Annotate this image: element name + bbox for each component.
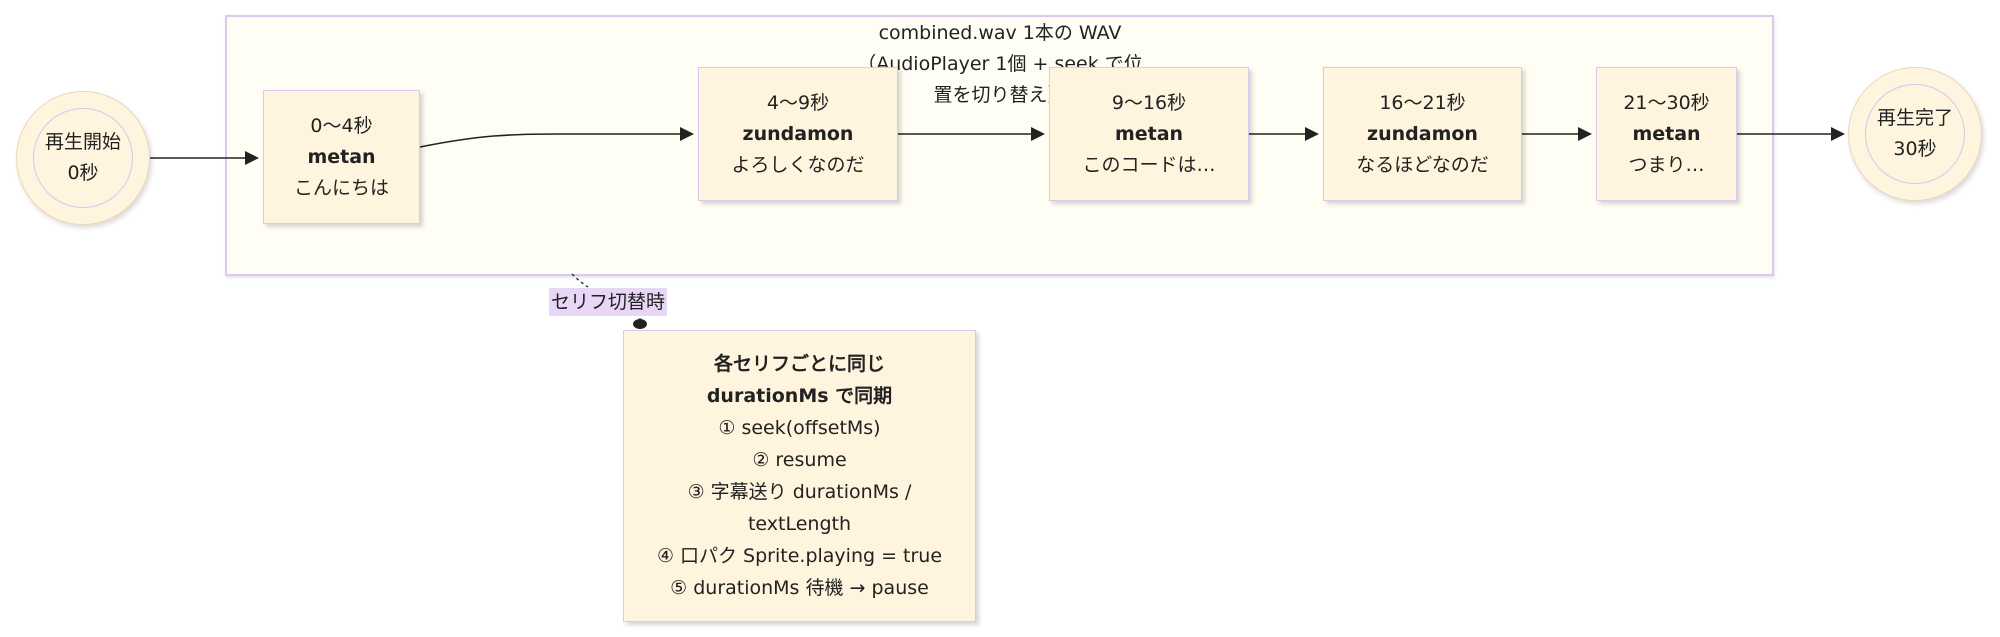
cluster-title: combined.wav 1本の WAV （AudioPlayer 1個 + s… (845, 18, 1155, 111)
note-step: textLength (747, 513, 852, 535)
edge-label-switch: セリフ切替時 (549, 288, 668, 316)
note-title: durationMs で同期 (706, 385, 893, 407)
segment-speaker: zundamon (1367, 122, 1478, 145)
edge-seg1-seg2 (419, 127, 694, 148)
start-node-inner: 再生開始 0秒 (33, 108, 133, 208)
segment-time: 0〜4秒 (310, 114, 373, 137)
note-step: ④ 口パク Sprite.playing = true (656, 545, 943, 567)
end-node: 再生完了 30秒 (1848, 67, 1982, 201)
start-time: 0秒 (67, 162, 99, 184)
note-step: ① seek(offsetMs) (718, 417, 881, 439)
note-step: ② resume (752, 449, 847, 471)
end-label: 再生完了 (1876, 107, 1953, 129)
segment-node-3: 9〜16秒 metan このコードは… (1049, 67, 1249, 201)
segment-time: 9〜16秒 (1111, 91, 1187, 114)
segment-speaker: metan (307, 145, 376, 168)
sync-note: 各セリフごとに同じ durationMs で同期 ① seek(offsetMs… (623, 330, 976, 622)
segment-time: 21〜30秒 (1623, 91, 1710, 114)
segment-text: つまり… (1628, 153, 1705, 176)
cluster-title-line: combined.wav 1本の WAV (878, 22, 1122, 44)
segment-node-5: 21〜30秒 metan つまり… (1596, 67, 1737, 201)
segment-speaker: metan (1632, 122, 1701, 145)
segment-node-1: 0〜4秒 metan こんにちは (263, 90, 420, 224)
segment-node-4: 16〜21秒 zundamon なるほどなのだ (1323, 67, 1522, 201)
segment-time: 16〜21秒 (1379, 91, 1466, 114)
note-step: ⑤ durationMs 待機 → pause (670, 577, 929, 599)
segment-text: よろしくなのだ (731, 153, 865, 176)
segment-text: このコードは… (1082, 153, 1216, 176)
start-node: 再生開始 0秒 (16, 91, 150, 225)
segment-speaker: metan (1114, 122, 1184, 145)
segment-text: なるほどなのだ (1356, 153, 1489, 176)
dotted-note-link (571, 273, 589, 288)
end-time: 30秒 (1893, 138, 1937, 160)
segment-node-2: 4〜9秒 zundamon よろしくなのだ (698, 67, 898, 201)
segment-text: こんにちは (293, 176, 389, 199)
end-node-inner: 再生完了 30秒 (1865, 84, 1965, 184)
segment-time: 4〜9秒 (766, 91, 830, 114)
start-label: 再生開始 (44, 131, 121, 153)
cluster-title-line: 置を切り替え） (933, 84, 1067, 106)
note-step: ③ 字幕送り durationMs / (687, 481, 912, 503)
segment-speaker: zundamon (742, 122, 854, 145)
note-anchor-dot (633, 319, 647, 329)
note-title: 各セリフごとに同じ (713, 353, 885, 375)
